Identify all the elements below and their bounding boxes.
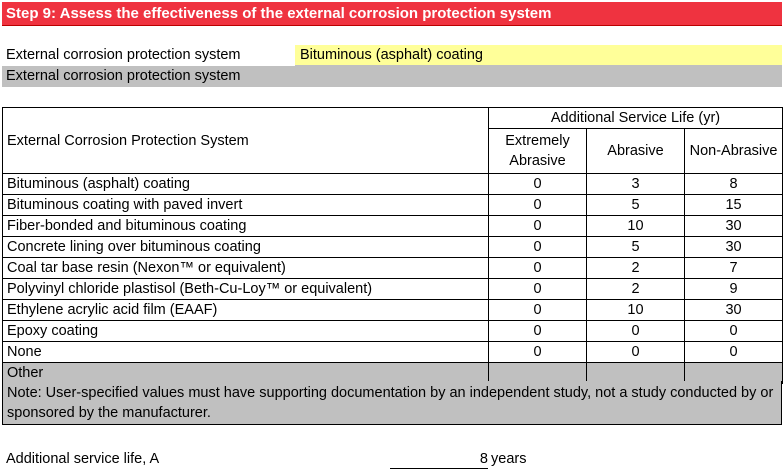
row-value-cell: 2 <box>586 257 685 279</box>
row-system-name: Ethylene acrylic acid film (EAAF) <box>2 299 489 321</box>
row-system-name: Polyvinyl chloride plastisol (Beth-Cu-Lo… <box>2 278 489 300</box>
corrosion-system-input[interactable]: Bituminous (asphalt) coating <box>295 45 782 66</box>
row-value-cell: 3 <box>586 173 685 195</box>
row-system-name: Fiber-bonded and bituminous coating <box>2 215 489 237</box>
row-value-cell[interactable] <box>488 362 587 384</box>
row-value-cell: 10 <box>586 299 685 321</box>
result-value: 8 <box>390 449 488 469</box>
subheader-extremely-abrasive: Extremely Abrasive <box>488 128 587 174</box>
row-value-cell: 0 <box>488 278 587 300</box>
table-row: Coal tar base resin (Nexon™ or equivalen… <box>2 257 784 279</box>
row-system-name: Bituminous coating with paved invert <box>2 194 489 216</box>
row-value-cell: 15 <box>683 194 784 216</box>
row-system-name: None <box>2 341 489 363</box>
group-header-service-life: Additional Service Life (yr) <box>487 107 784 129</box>
row-value-cell: 30 <box>683 215 784 237</box>
row-system-name: Coal tar base resin (Nexon™ or equivalen… <box>2 257 489 279</box>
table-row: Other <box>2 362 784 384</box>
row-value-cell: 5 <box>586 194 685 216</box>
row-value-cell: 0 <box>488 173 587 195</box>
row-system-name: Concrete lining over bituminous coating <box>2 236 489 258</box>
corrosion-system-row-2: External corrosion protection system <box>2 66 782 87</box>
row-value-cell: 2 <box>586 278 685 300</box>
row-value-cell: 8 <box>683 173 784 195</box>
subheader-non-abrasive: Non-Abrasive <box>683 128 784 174</box>
result-unit: years <box>491 451 527 467</box>
row-value-cell: 0 <box>488 236 587 258</box>
row-value-cell: 30 <box>683 299 784 321</box>
corrosion-system-label: External corrosion protection system <box>6 47 241 63</box>
corrosion-system-value-2 <box>295 66 782 87</box>
row-value-cell: 0 <box>488 320 587 342</box>
subheader-abrasive: Abrasive <box>586 128 685 174</box>
result-label: Additional service life, A <box>6 451 160 467</box>
row-value-cell: 10 <box>586 215 685 237</box>
row-value-cell: 0 <box>488 194 587 216</box>
row-value-cell: 30 <box>683 236 784 258</box>
row-value-cell: 0 <box>586 341 685 363</box>
row-value-cell: 0 <box>488 299 587 321</box>
row-value-cell: 0 <box>683 320 784 342</box>
row-value-cell[interactable] <box>586 362 685 384</box>
row-value-cell: 0 <box>586 320 685 342</box>
row-system-name: Epoxy coating <box>2 320 489 342</box>
row-system-name: Other <box>2 362 489 384</box>
protection-system-table: External Corrosion Protection System Add… <box>2 107 784 384</box>
row-value-cell: 0 <box>488 257 587 279</box>
step-title: Step 9: Assess the effectiveness of the … <box>2 2 782 26</box>
row-value-cell: 5 <box>586 236 685 258</box>
row-value-cell: 7 <box>683 257 784 279</box>
table-row: Polyvinyl chloride plastisol (Beth-Cu-Lo… <box>2 278 784 300</box>
row-value-cell: 9 <box>683 278 784 300</box>
row-value-cell: 0 <box>683 341 784 363</box>
row-system-name: Bituminous (asphalt) coating <box>2 173 489 195</box>
row-value-cell: 0 <box>488 215 587 237</box>
corrosion-system-row: External corrosion protection system Bit… <box>2 45 782 66</box>
row-value-cell: 0 <box>488 341 587 363</box>
column-header-system: External Corrosion Protection System <box>2 107 489 174</box>
note-text: Note: User-specified values must have su… <box>2 381 782 425</box>
